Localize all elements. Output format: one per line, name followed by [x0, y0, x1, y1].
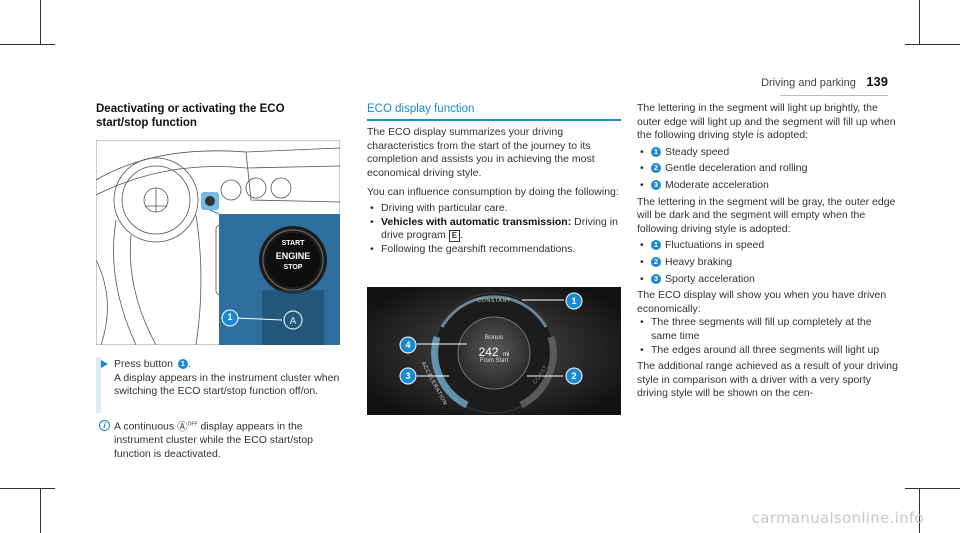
info-icon: i: [99, 420, 110, 431]
heading-rule: [367, 119, 621, 121]
eco-label-constant: CONSTANT: [477, 298, 511, 304]
crop-mark: [0, 44, 55, 45]
step-callout-badge: 1: [177, 359, 188, 369]
crop-mark: [919, 488, 920, 533]
eco-display-illustration: CONSTANT ACCELERATION COAST Bonus 242 mi…: [367, 287, 621, 415]
eco-off-symbol: ⒶOFF: [177, 420, 198, 433]
eco-bullet-2: Vehicles with automatic transmission: Dr…: [367, 216, 621, 243]
button-label-engine: ENGINE: [275, 251, 311, 261]
eco-text: The ECO display summarizes your driving …: [367, 126, 621, 256]
eco-callout-2: 2: [571, 371, 577, 381]
right-para-2: The lettering in the segment will be gra…: [637, 195, 896, 235]
eco-bullet-3: Following the gearshift recommendations.: [367, 243, 621, 257]
right-text: The lettering in the segment will light …: [637, 102, 899, 401]
crop-mark: [905, 44, 960, 45]
eco-callout-4: 4: [405, 340, 411, 350]
right-para-3: The ECO display will show you when you h…: [637, 289, 887, 315]
crop-mark: [40, 0, 41, 45]
eco-callout-1: 1: [571, 296, 577, 306]
eco-from-start: From Start: [479, 358, 509, 364]
crop-mark: [40, 488, 41, 533]
button-label-start: START: [281, 240, 305, 247]
page-header: Driving and parking 139: [761, 73, 888, 91]
crop-mark: [919, 0, 920, 45]
step-arrow-icon: [101, 360, 108, 368]
callout-1: 1: [227, 312, 233, 322]
step-result: A display appears in the instrument clus…: [114, 371, 340, 398]
info-text-cont: display appears in the instrument cluste…: [114, 420, 313, 460]
eco-heading: ECO display function: [367, 103, 475, 115]
eco-bullet-1: Driving with particular care.: [367, 202, 621, 216]
right-para-1: The lettering in the segment will light …: [637, 102, 896, 142]
svg-text:A: A: [290, 316, 297, 327]
button-label-stop: STOP: [283, 264, 303, 271]
step-text: Press button: [114, 358, 173, 370]
header-rule: [780, 95, 888, 96]
eco-callout-3: 3: [405, 371, 411, 381]
eco-para-2: You can influence consumption by doing t…: [367, 186, 619, 199]
step-highlight: [96, 357, 101, 413]
crop-mark: [905, 488, 960, 489]
crop-mark: [0, 488, 55, 489]
list-item: The edges around all three segments will…: [637, 344, 899, 358]
start-stop-illustration: A START ENGINE STOP 1: [95, 139, 341, 346]
drive-program-e-icon: E: [448, 230, 461, 243]
page-number: 139: [866, 74, 888, 89]
bullet-bold-label: Vehicles with automatic transmission:: [381, 215, 572, 228]
bullet-text: Driving in drive program: [381, 215, 618, 242]
eco-para-1: The ECO display summarizes your driving …: [367, 126, 595, 179]
step-block: Press button 1. A display appears in the…: [96, 358, 344, 399]
step-text-end: .: [187, 358, 191, 370]
section-heading: Deactivating or activating the ECO start…: [96, 103, 285, 129]
right-para-4: The additional range achieved as a resul…: [637, 360, 898, 400]
eco-bonus-value: 242 mi: [478, 345, 510, 359]
section-title: Driving and parking: [761, 77, 856, 89]
info-block: i A continuous ⒶOFF display appears in t…: [96, 418, 344, 461]
list-item: The three segments will fill up complete…: [637, 316, 899, 343]
eco-bonus-label: Bonus: [484, 334, 504, 341]
watermark: carmanualsonline.info: [751, 509, 924, 527]
info-text: A continuous: [114, 420, 175, 433]
